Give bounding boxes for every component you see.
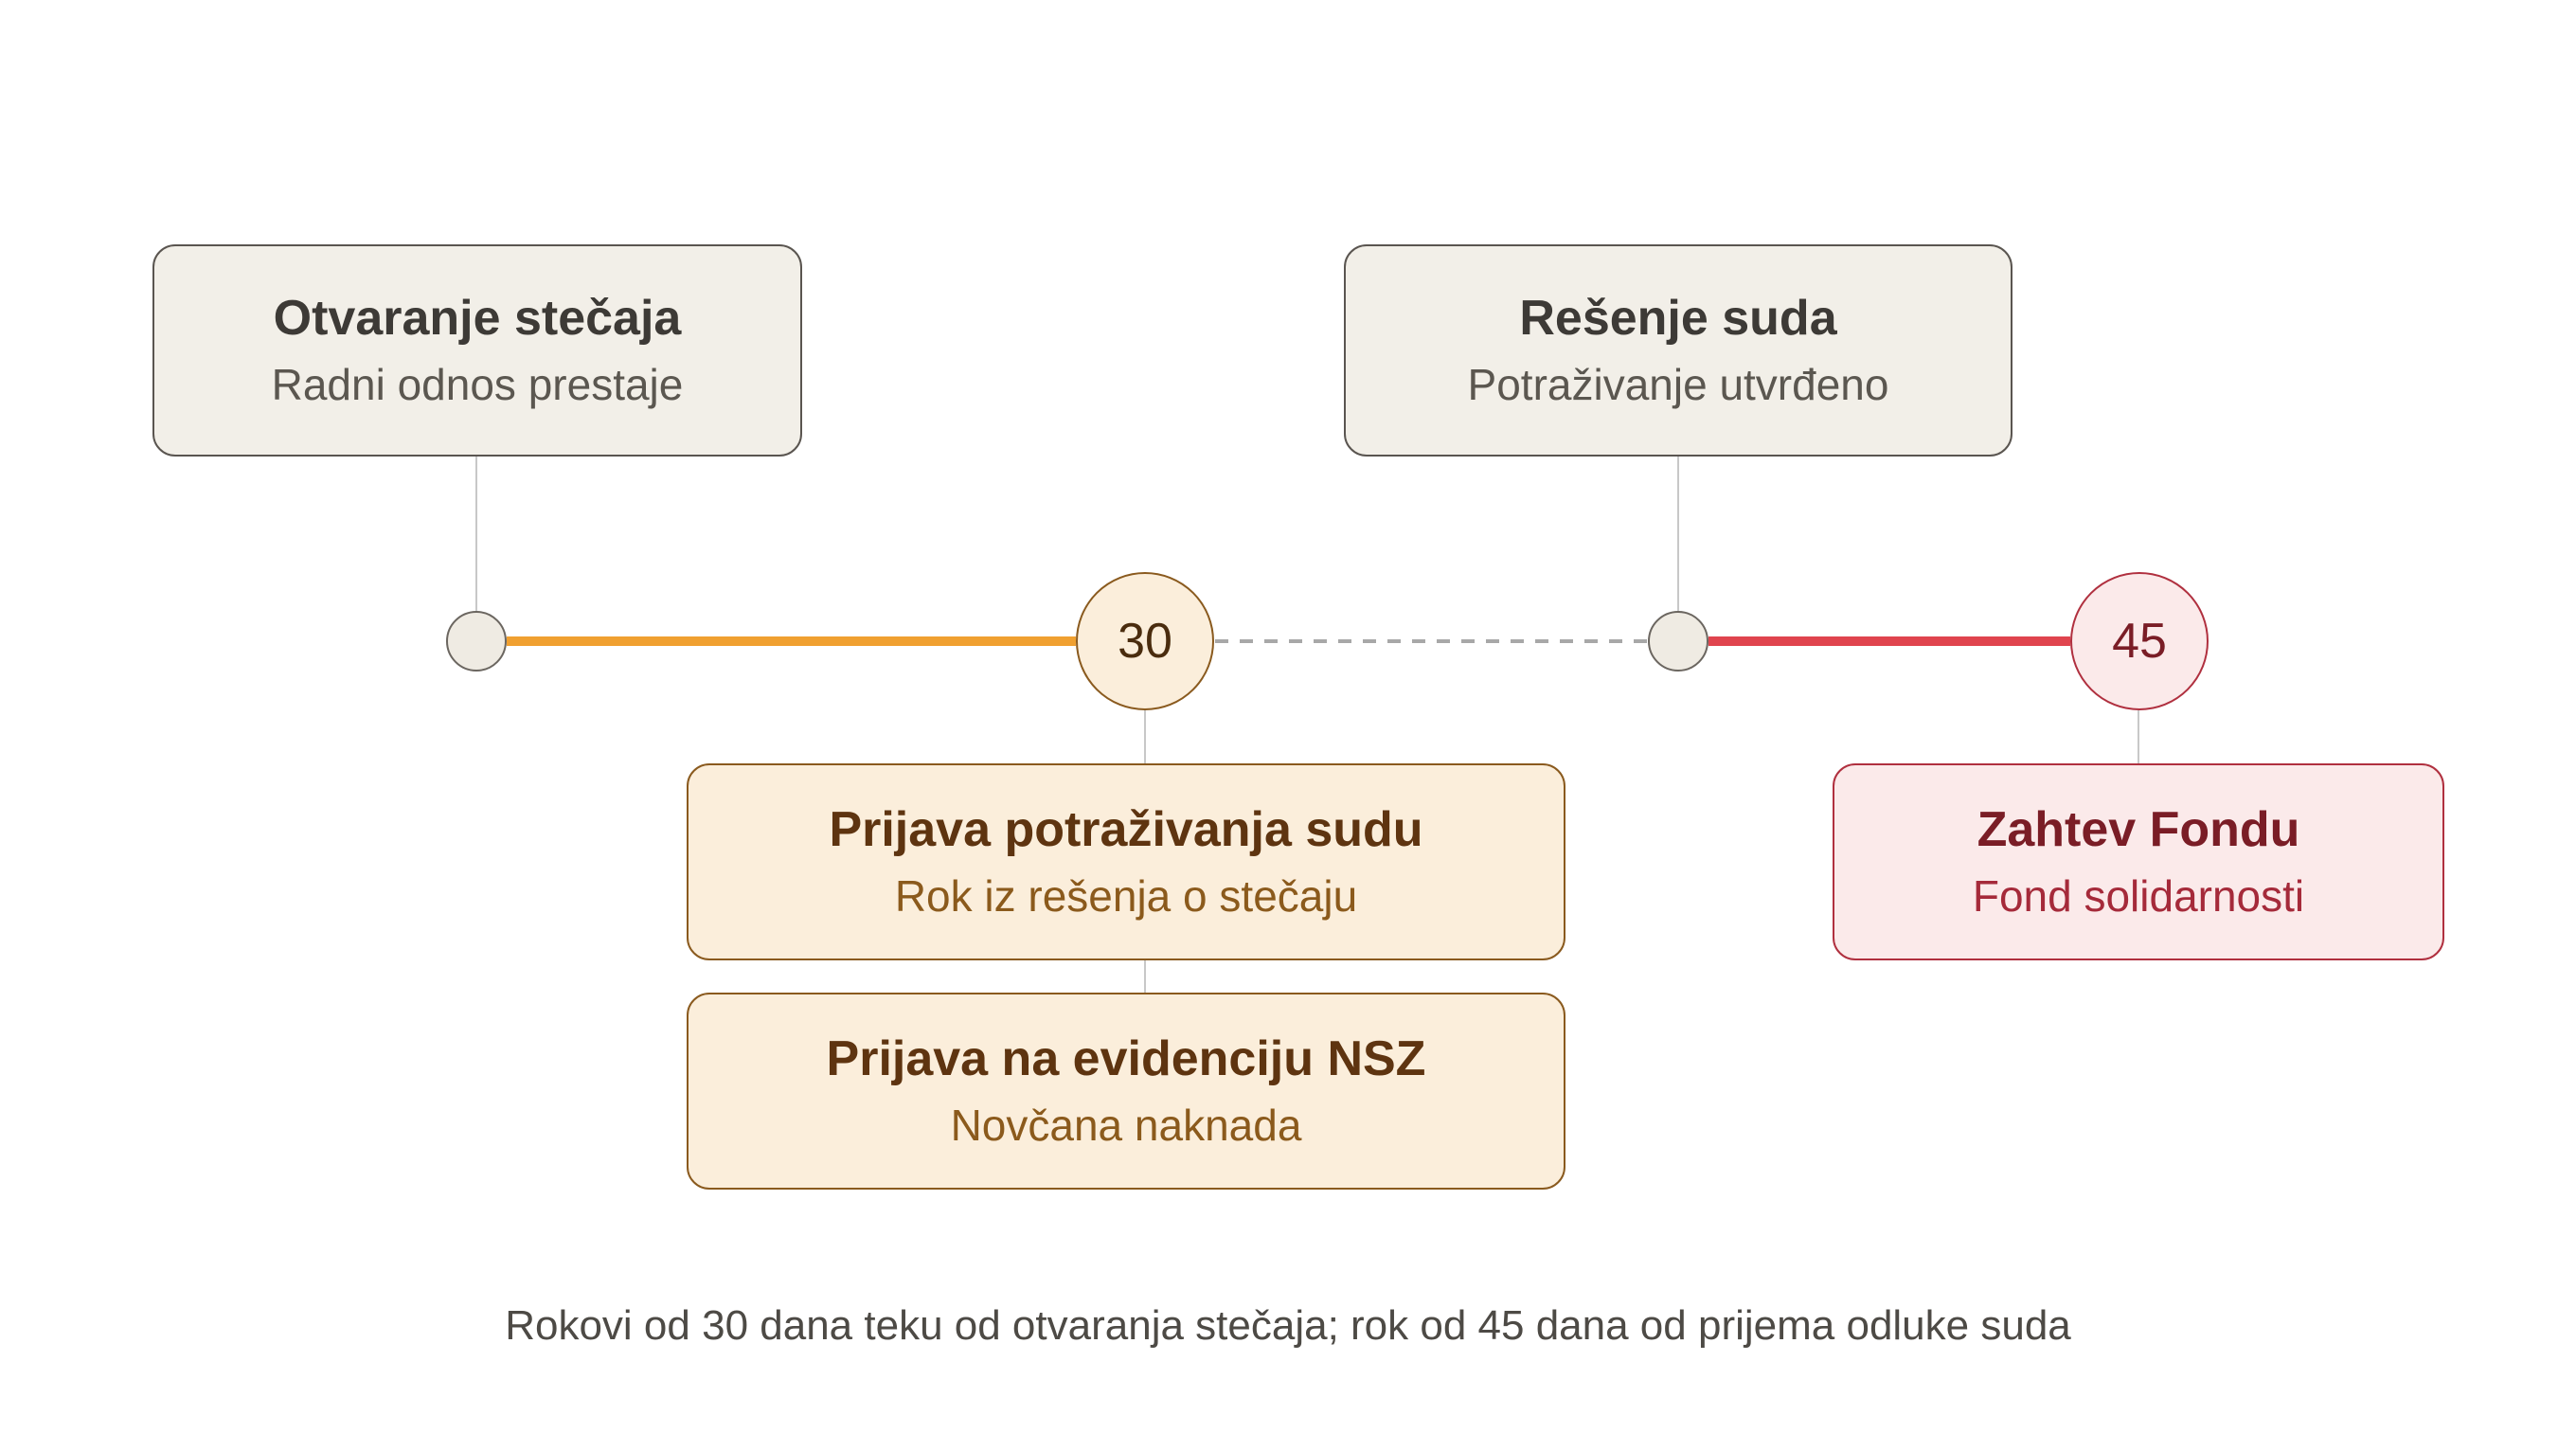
deadline-30-marker: 30 xyxy=(1076,572,1214,710)
node-fund-request-title: Zahtev Fondu xyxy=(1977,802,2300,857)
timeline-court-dot xyxy=(1648,611,1708,672)
node-court-ruling: Rešenje suda Potraživanje utvrđeno xyxy=(1344,244,2012,457)
node-nsz-registration-title: Prijava na evidenciju NSZ xyxy=(826,1031,1426,1086)
node-nsz-registration-subtitle: Novčana naknada xyxy=(950,1101,1302,1150)
node-claim-filing-subtitle: Rok iz rešenja o stečaju xyxy=(894,871,1358,921)
node-nsz-registration: Prijava na evidenciju NSZ Novčana naknad… xyxy=(687,993,1565,1190)
timeline-start-dot xyxy=(446,611,507,672)
node-fund-request-subtitle: Fond solidarnosti xyxy=(1972,871,2305,921)
node-opening: Otvaranje stečaja Radni odnos prestaje xyxy=(152,244,802,457)
node-court-ruling-title: Rešenje suda xyxy=(1519,291,1837,346)
node-court-ruling-subtitle: Potraživanje utvrđeno xyxy=(1467,360,1889,409)
deadline-45-label: 45 xyxy=(2112,614,2167,669)
footnote: Rokovi od 30 dana teku od otvaranja steč… xyxy=(505,1302,2071,1349)
deadline-45-marker: 45 xyxy=(2070,572,2209,710)
deadline-30-label: 30 xyxy=(1118,614,1172,669)
node-opening-subtitle: Radni odnos prestaje xyxy=(271,360,684,409)
node-claim-filing: Prijava potraživanja sudu Rok iz rešenja… xyxy=(687,763,1565,960)
node-fund-request: Zahtev Fondu Fond solidarnosti xyxy=(1833,763,2444,960)
node-opening-title: Otvaranje stečaja xyxy=(273,291,682,346)
node-claim-filing-title: Prijava potraživanja sudu xyxy=(829,802,1423,857)
